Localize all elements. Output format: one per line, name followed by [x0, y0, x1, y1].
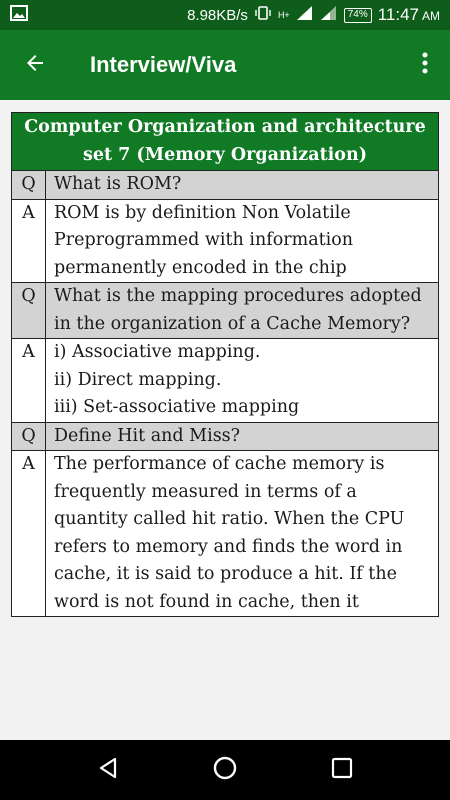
- clock-time: 11:47: [377, 5, 419, 24]
- row-tag: Q: [11, 170, 46, 200]
- table-row: A ROM is by definition Non Volatile Prep…: [11, 198, 439, 283]
- row-tag: A: [11, 198, 46, 283]
- table-heading: Computer Organization and architecture s…: [11, 112, 439, 171]
- answer-line: ii) Direct mapping.: [54, 369, 222, 390]
- row-tag: A: [11, 450, 46, 617]
- answer-line: i) Associative mapping.: [54, 342, 261, 362]
- battery-indicator: 74%: [343, 7, 372, 23]
- question-text: Define Hit and Miss?: [45, 421, 439, 451]
- row-tag: Q: [11, 282, 46, 339]
- clock-ampm: AM: [422, 9, 440, 23]
- row-tag: Q: [11, 421, 46, 451]
- answer-line: iii) Set-associative mapping: [54, 397, 300, 417]
- page-title: Interview/Viva: [90, 52, 237, 77]
- network-speed: 8.98KB/s: [187, 6, 248, 24]
- nav-home-button[interactable]: [205, 750, 245, 790]
- image-notification-icon: [10, 4, 28, 26]
- arrow-left-icon: [23, 51, 47, 79]
- back-button[interactable]: [0, 30, 70, 100]
- question-text: What is the mapping procedures adopted i…: [45, 282, 439, 339]
- app-bar: Interview/Viva: [0, 30, 450, 100]
- table-row: Q Define Hit and Miss?: [11, 421, 439, 451]
- status-left: [10, 4, 28, 26]
- qa-table: Computer Organization and architecture s…: [11, 112, 439, 617]
- table-row: A The performance of cache memory is fre…: [11, 450, 439, 617]
- question-text: What is ROM?: [45, 170, 439, 200]
- table-header-row: Computer Organization and architecture s…: [11, 112, 439, 171]
- nav-recents-button[interactable]: [322, 750, 362, 790]
- row-tag: A: [11, 338, 46, 423]
- nav-recents-icon: [331, 757, 353, 783]
- overflow-menu-button[interactable]: [400, 30, 450, 100]
- navigation-bar: [0, 740, 450, 800]
- signal-icon-sim2: [320, 5, 338, 25]
- table-row: Q What is ROM?: [11, 170, 439, 200]
- answer-text: The performance of cache memory is frequ…: [45, 450, 439, 617]
- nav-home-icon: [212, 755, 238, 785]
- signal-icon-sim1: [296, 5, 314, 25]
- table-row: A i) Associative mapping. ii) Direct map…: [11, 338, 439, 423]
- answer-text: i) Associative mapping. ii) Direct mappi…: [45, 338, 439, 423]
- answer-text: ROM is by definition Non Volatile Prepro…: [45, 198, 439, 283]
- network-type: H+: [277, 10, 290, 20]
- nav-back-icon: [97, 756, 119, 784]
- nav-back-button[interactable]: [88, 750, 128, 790]
- vibrate-icon: [254, 5, 272, 25]
- content-area[interactable]: Computer Organization and architecture s…: [0, 100, 450, 740]
- more-vert-icon: [422, 51, 428, 79]
- table-row: Q What is the mapping procedures adopted…: [11, 282, 439, 339]
